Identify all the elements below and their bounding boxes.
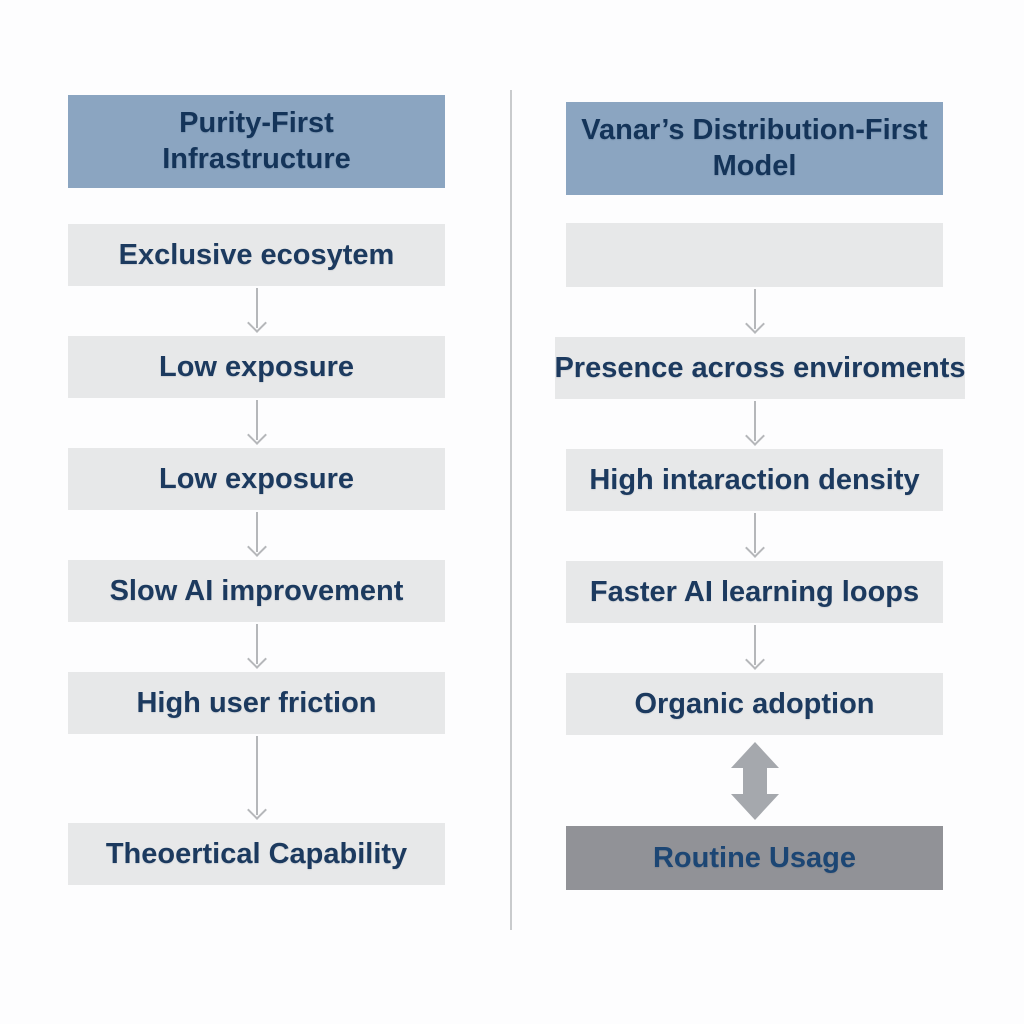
down-arrow-stem bbox=[255, 512, 258, 552]
flow-box-empty bbox=[566, 223, 943, 287]
flow-box-organic-adoption: Organic adoption bbox=[566, 673, 943, 735]
down-arrow-icon bbox=[566, 287, 943, 337]
down-arrow-stem bbox=[753, 401, 756, 441]
down-arrow-icon bbox=[68, 622, 445, 672]
down-arrow-stem bbox=[753, 289, 756, 329]
down-arrow-icon bbox=[68, 734, 445, 823]
down-arrow-icon bbox=[566, 511, 943, 561]
down-arrow-icon bbox=[566, 623, 943, 673]
double-arrow-icon bbox=[566, 735, 943, 826]
flow-box-slow-ai-improvement: Slow AI improvement bbox=[68, 560, 445, 622]
double-arrow-svg bbox=[730, 741, 779, 820]
down-arrow-stem bbox=[255, 400, 258, 440]
flow-box-exclusive-ecosystem: Exclusive ecosytem bbox=[68, 224, 445, 286]
flow-box-high-interaction-density: High intaraction density bbox=[566, 449, 943, 511]
down-arrow-stem bbox=[255, 288, 258, 328]
right-column: Vanar’s Distribution-First Model Presenc… bbox=[554, 102, 966, 890]
flow-box-high-user-friction: High user friction bbox=[68, 672, 445, 734]
down-arrow-icon bbox=[566, 399, 943, 449]
flow-box-faster-ai-learning-loops: Faster AI learning loops bbox=[566, 561, 943, 623]
flow-box-theoretical-capability: Theoertical Capability bbox=[68, 823, 445, 885]
left-header-line1: Purity-First bbox=[179, 107, 334, 140]
flow-box-routine-usage: Routine Usage bbox=[566, 826, 943, 890]
down-arrow-icon bbox=[68, 510, 445, 560]
down-arrow-stem bbox=[255, 736, 258, 815]
left-column-header: Purity-First Infrastructure bbox=[68, 95, 445, 188]
right-header-line2: Model bbox=[712, 149, 797, 182]
right-column-header: Vanar’s Distribution-First Model bbox=[566, 102, 943, 195]
down-arrow-stem bbox=[255, 624, 258, 664]
flow-box-low-exposure-2: Low exposure bbox=[68, 448, 445, 510]
flow-box-presence-across-environments: Presence across enviroments bbox=[554, 337, 966, 399]
down-arrow-icon bbox=[68, 398, 445, 448]
flow-box-low-exposure-1: Low exposure bbox=[68, 336, 445, 398]
down-arrow-stem bbox=[753, 625, 756, 665]
left-header-line2: Infrastructure bbox=[162, 142, 351, 175]
down-arrow-stem bbox=[753, 513, 756, 553]
left-column: Purity-First Infrastructure Exclusive ec… bbox=[68, 95, 445, 885]
down-arrow-icon bbox=[68, 286, 445, 336]
right-header-line1: Vanar’s Distribution-First bbox=[581, 114, 928, 147]
column-divider bbox=[510, 90, 512, 930]
